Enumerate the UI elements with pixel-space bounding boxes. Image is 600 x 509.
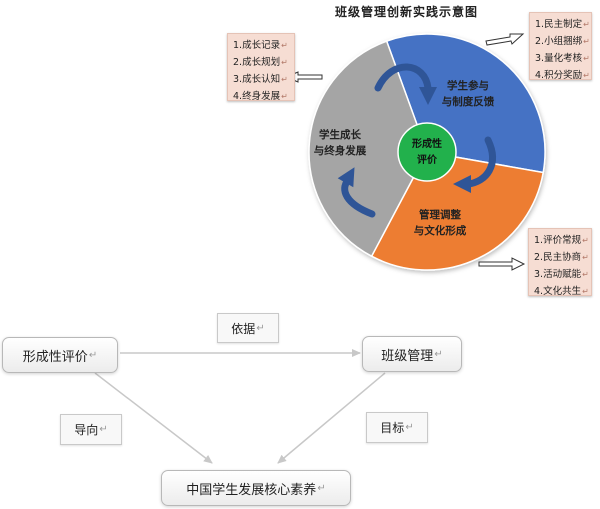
flow-arrow-goal xyxy=(277,372,386,464)
cycle-arrow xyxy=(374,63,432,92)
note-item: 3.成长认知↵ xyxy=(233,74,288,85)
note-item: 2.成长规划↵ xyxy=(233,57,288,68)
segment-label-growth: 学生成长与终身发展 xyxy=(313,129,367,157)
connector-arrow-bottom-right xyxy=(478,257,526,271)
cycle-arrow xyxy=(464,136,496,188)
cycle-pie xyxy=(308,33,546,271)
note-item: 4.文化共生↵ xyxy=(534,286,589,297)
note-item: 1.评价常规↵ xyxy=(534,235,589,246)
notes-growth: 1.成长记录↵ 2.成长规划↵ 3.成长认知↵ 4.终身发展↵ xyxy=(227,33,295,102)
cycle-arrow-head xyxy=(337,167,355,188)
note-item: 2.民主协商↵ xyxy=(534,252,589,263)
label-goal: 目标↵ xyxy=(366,412,428,443)
segment-label-participation: 学生参与与制度反馈 xyxy=(441,80,495,108)
note-item: 3.量化考核↵ xyxy=(535,53,590,64)
cycle-arrow-head xyxy=(453,175,471,193)
note-item: 3.活动赋能↵ xyxy=(534,269,589,280)
node-formative-evaluation: 形成性评价↵ xyxy=(2,337,118,373)
pie-center-circle xyxy=(397,122,457,182)
notes-participation: 1.民主制定↵ 2.小组捆绑↵ 3.量化考核↵ 4.积分奖励↵ xyxy=(529,12,592,81)
note-item: 2.小组捆绑↵ xyxy=(535,36,590,47)
connector-arrow-top-right xyxy=(485,33,525,46)
node-core-literacy: 中国学生发展核心素养↵ xyxy=(161,470,351,506)
note-item: 1.成长记录↵ xyxy=(233,40,288,51)
flow-arrow-guide xyxy=(94,372,213,464)
diagram-title: 班级管理创新实践示意图 xyxy=(335,5,479,19)
label-guide: 导向↵ xyxy=(60,414,122,445)
cycle-arrows xyxy=(337,63,496,218)
pie-segment-adjustment xyxy=(370,151,545,271)
cycle-arrow-head xyxy=(419,87,437,105)
note-item: 1.民主制定↵ xyxy=(535,19,590,30)
note-item: 4.积分奖励↵ xyxy=(535,70,590,81)
notes-adjustment: 1.评价常规↵ 2.民主协商↵ 3.活动赋能↵ 4.文化共生↵ xyxy=(528,228,592,297)
center-label: 形成性评价 xyxy=(412,139,442,166)
note-item: 4.终身发展↵ xyxy=(233,91,288,102)
node-class-management: 班级管理↵ xyxy=(362,336,462,372)
label-basis: 依据↵ xyxy=(217,313,279,343)
segment-label-adjustment: 管理调整与文化形成 xyxy=(413,209,467,237)
pie-segment-growth xyxy=(308,40,428,258)
